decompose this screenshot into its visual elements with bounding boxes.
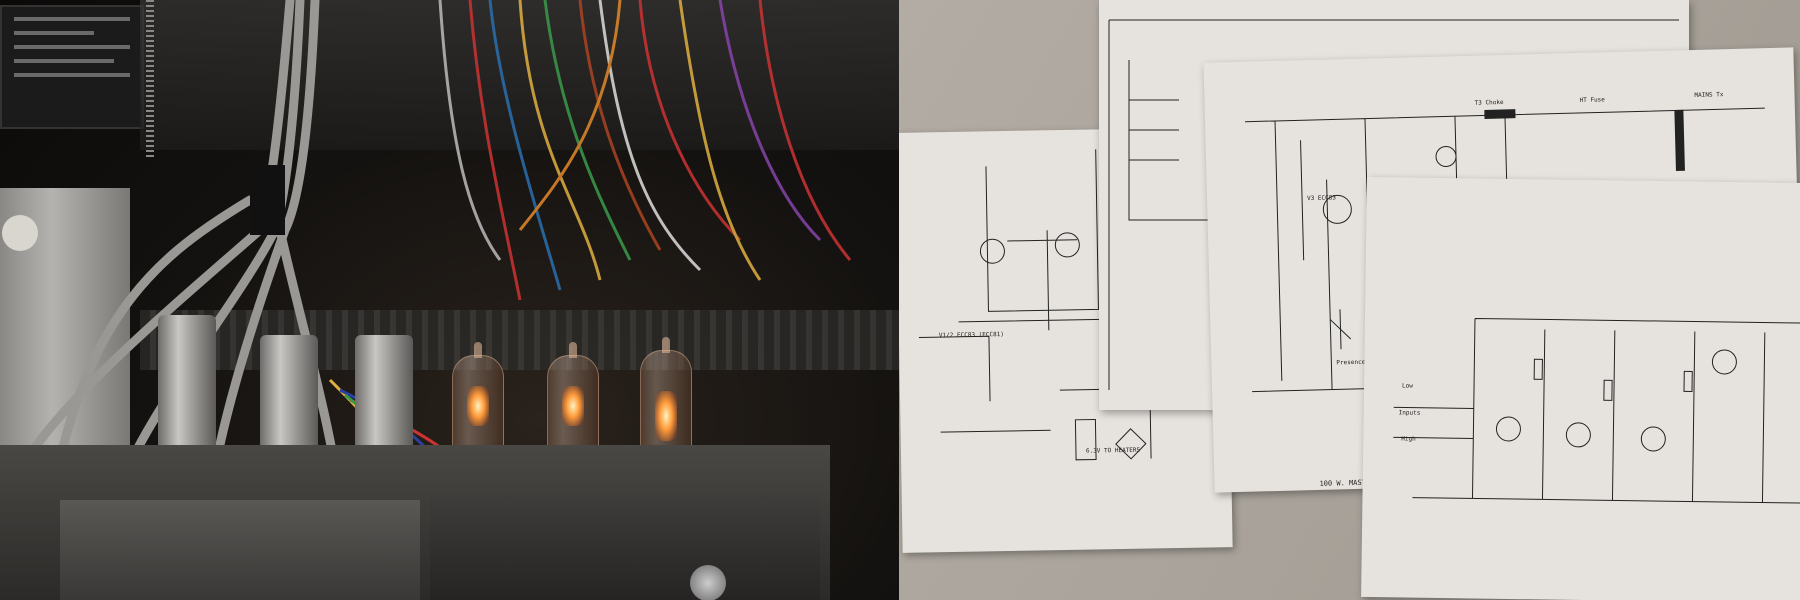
schematic-sheet: V1/2 ECC83 (ECC81) 6.3V TO HEATERS (899, 127, 1233, 553)
knob (2, 215, 38, 251)
chassis-front (430, 495, 820, 600)
schematic-label: T3 Choke (1474, 98, 1504, 107)
schematics-photo: V1/2 ECC83 (ECC81) 6.3V TO HEATERS HT Fu… (899, 0, 1800, 600)
schematic-label: Presence (1336, 358, 1366, 367)
chassis-front (60, 500, 420, 600)
schematic-sheet: HT Fuse T3 Choke MAINS Tx V3 ECC83 Prese… (1203, 47, 1800, 493)
schematic-sheet: Low Inputs High (1361, 176, 1800, 600)
label-plate (0, 5, 144, 129)
schematic-label: MAINS Tx (1694, 91, 1724, 99)
wire-tape (250, 165, 285, 235)
schematic-label: HT Fuse (1579, 96, 1605, 104)
schematic-label: Low (1401, 382, 1413, 390)
schematic-label: High (1401, 435, 1416, 443)
schematic-label: V3 ECC83 (1306, 194, 1337, 203)
schematic-label: V1/2 ECC83 (ECC81) (938, 331, 1004, 340)
connector-jack (690, 565, 726, 600)
schematic-label: 6.3V TO HEATERS (1085, 446, 1141, 455)
schematic-label: Inputs (1398, 409, 1421, 417)
tube-amplifier-photo (0, 0, 899, 600)
